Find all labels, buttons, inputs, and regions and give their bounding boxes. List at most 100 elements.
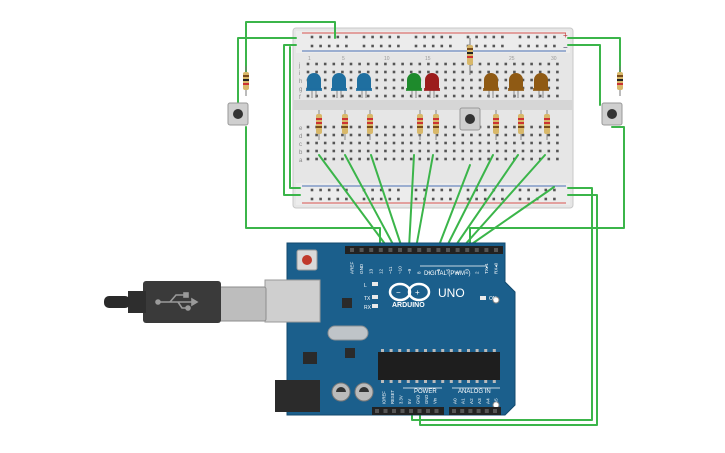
wire[interactable] (461, 154, 546, 249)
led[interactable] (424, 73, 440, 98)
header-hole[interactable] (426, 409, 430, 413)
breadboard-hole (530, 70, 533, 74)
header-hole[interactable] (378, 248, 383, 252)
wire[interactable] (445, 154, 494, 249)
wires[interactable] (237, 21, 625, 426)
reset-button[interactable] (296, 249, 318, 271)
column-number: 15 (425, 56, 431, 62)
breadboard-hole (478, 86, 482, 90)
usb-cable[interactable] (104, 281, 267, 323)
led[interactable] (533, 73, 549, 98)
wire[interactable] (437, 164, 471, 249)
wire[interactable] (411, 187, 593, 421)
leds[interactable] (306, 73, 549, 98)
led[interactable] (306, 73, 322, 98)
header-hole[interactable] (460, 409, 465, 413)
header-hole[interactable] (446, 248, 450, 252)
led[interactable] (483, 73, 499, 98)
breadboard-hole (527, 35, 530, 39)
breadboard-hole (366, 62, 370, 66)
analog-pin-label: A3 (477, 398, 482, 404)
right-push-button[interactable] (601, 102, 623, 126)
left-push-button[interactable] (227, 102, 249, 126)
breadboard-hole (397, 35, 400, 39)
wire[interactable] (283, 44, 301, 196)
breadboard-hole (435, 133, 439, 137)
wire[interactable] (245, 21, 336, 78)
led[interactable] (331, 73, 347, 98)
wire[interactable] (453, 154, 519, 249)
header-hole[interactable] (436, 248, 441, 252)
breadboard-hole (504, 149, 508, 153)
header-hole[interactable] (468, 409, 473, 413)
wire[interactable] (318, 154, 389, 249)
header-hole[interactable] (409, 409, 413, 413)
header-hole[interactable] (407, 248, 412, 252)
led-resistors[interactable] (316, 110, 550, 140)
wire[interactable] (370, 154, 403, 249)
analog-header[interactable] (449, 407, 501, 415)
led-resistor[interactable] (544, 110, 550, 140)
wire[interactable] (408, 154, 415, 249)
chip-pin (492, 349, 496, 352)
header-hole[interactable] (426, 248, 431, 252)
led[interactable] (356, 73, 372, 98)
center-push-button[interactable] (459, 107, 481, 131)
breadboard-hole (449, 44, 452, 48)
wire[interactable] (415, 154, 434, 249)
wire[interactable] (465, 186, 555, 249)
left-pulldown-resistor[interactable] (243, 66, 249, 96)
wire[interactable] (289, 46, 301, 189)
breadboard-hole (427, 62, 430, 66)
header-hole[interactable] (392, 409, 396, 413)
header-hole[interactable] (484, 409, 489, 413)
header-hole[interactable] (388, 248, 393, 252)
breadboard-hole (384, 149, 387, 153)
breadboard-hole (379, 44, 383, 48)
header-hole[interactable] (350, 248, 354, 252)
led[interactable] (508, 73, 524, 98)
header-hole[interactable] (455, 248, 460, 252)
led-resistor[interactable] (518, 110, 524, 140)
wire[interactable] (567, 37, 621, 76)
wire[interactable] (469, 126, 625, 249)
header-hole[interactable] (398, 248, 402, 252)
header-hole[interactable] (474, 248, 479, 252)
wire[interactable] (344, 154, 396, 249)
header-hole[interactable] (434, 409, 439, 413)
right-pulldown-resistor[interactable] (617, 66, 623, 96)
led-resistor[interactable] (316, 110, 322, 140)
header-hole[interactable] (484, 248, 489, 252)
led-resistor[interactable] (417, 110, 423, 140)
led-resistor[interactable] (493, 110, 499, 140)
header-hole[interactable] (465, 248, 470, 252)
header-hole[interactable] (494, 248, 498, 252)
led-resistor[interactable] (367, 110, 373, 140)
led[interactable] (406, 73, 422, 98)
power-header[interactable] (372, 407, 444, 415)
wire[interactable] (237, 37, 297, 106)
header-hole[interactable] (493, 409, 497, 413)
header-hole[interactable] (383, 409, 388, 413)
header-hole[interactable] (417, 248, 422, 252)
resistor-band (316, 122, 322, 124)
wire[interactable] (567, 44, 601, 106)
breadboard-hole (487, 62, 490, 66)
header-hole[interactable] (400, 409, 405, 413)
header-hole[interactable] (369, 248, 374, 252)
header-hole[interactable] (375, 409, 379, 413)
header-hole[interactable] (359, 248, 364, 252)
header-hole[interactable] (417, 409, 422, 413)
breadboard-hole (518, 197, 522, 201)
header-hole[interactable] (476, 409, 481, 413)
rail-minus-label: − (563, 43, 568, 52)
board-model: UNO (438, 286, 465, 300)
digital-header[interactable] (345, 246, 503, 254)
led-resistor[interactable] (433, 110, 439, 140)
led-resistor[interactable] (342, 110, 348, 140)
center-pulldown-resistor[interactable] (467, 38, 473, 75)
wire[interactable] (245, 126, 381, 249)
header-hole[interactable] (452, 409, 456, 413)
